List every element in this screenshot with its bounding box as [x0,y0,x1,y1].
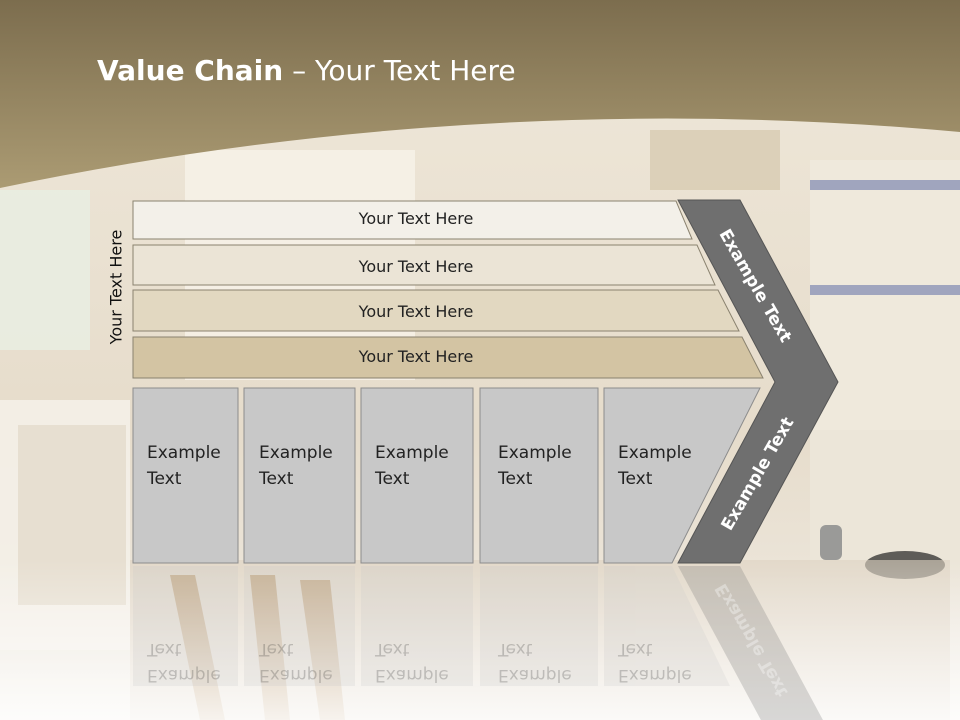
refl-2-line1: Example [259,665,333,685]
box-label-4: Example Text [498,440,572,492]
header-band [0,0,960,188]
refl-4-line2: Text [498,639,533,659]
row-bar-1 [132,200,693,240]
chevron-arrow [677,199,839,564]
box-reflection-label-3: Example Text [375,636,449,688]
box-1 [132,387,239,564]
floor-fade [0,560,960,720]
row-bar-3 [132,289,740,332]
row-label-1: Your Text Here [358,209,474,228]
row-label-2: Your Text Here [358,257,474,276]
title-rest: – Your Text Here [283,54,516,87]
box-label-1-line1: Example [147,443,221,463]
box-reflection-label-2: Example Text [259,636,333,688]
chevron-reflection [678,566,823,720]
box-label-4-line1: Example [498,443,572,463]
refl-1-line2: Text [147,639,182,659]
box-label-1: Example Text [147,440,221,492]
shelf [650,130,780,190]
refl-4-line1: Example [498,665,572,685]
box-reflections [133,566,730,686]
tile-border-1 [810,180,960,190]
box-label-5: Example Text [618,440,692,492]
box-2 [243,387,356,564]
page-title: Value Chain – Your Text Here [97,54,516,87]
box-reflection-label-4: Example Text [498,636,572,688]
box-reflection-label-5: Example Text [618,636,692,688]
refl-2-line2: Text [259,639,294,659]
box-4 [479,387,599,564]
box-5 [603,387,761,564]
row-label-3: Your Text Here [358,302,474,321]
row-bar-2 [132,244,716,286]
refl-5-line1: Example [618,665,692,685]
refl-3-line2: Text [375,639,410,659]
box-label-3-line2: Text [375,469,410,489]
box-label-3: Example Text [375,440,449,492]
kettle [820,525,842,560]
box-label-2: Example Text [259,440,333,492]
box-label-5-line2: Text [618,469,653,489]
box-label-2-line1: Example [259,443,333,463]
refl-3-line1: Example [375,665,449,685]
title-bold: Value Chain [97,54,284,87]
window [0,190,90,350]
box-label-2-line2: Text [259,469,294,489]
box-reflection-label-1: Example Text [147,636,221,688]
box-label-1-line2: Text [147,469,182,489]
refl-1-line1: Example [147,665,221,685]
box-label-3-line1: Example [375,443,449,463]
box-label-5-line1: Example [618,443,692,463]
refl-5-line2: Text [618,639,653,659]
tile-border-2 [810,285,960,295]
row-bar-4 [132,336,764,379]
row-label-4: Your Text Here [358,347,474,366]
box-label-4-line2: Text [498,469,533,489]
box-3 [360,387,474,564]
